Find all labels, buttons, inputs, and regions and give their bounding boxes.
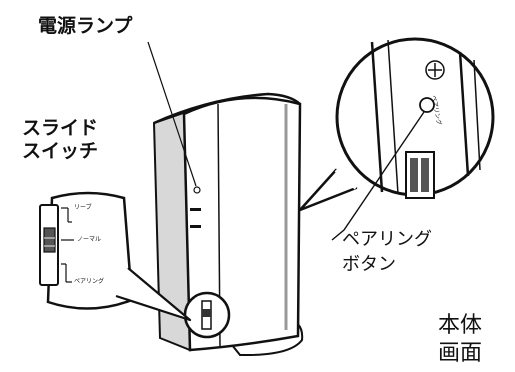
slide-switch-inset: [39, 191, 192, 322]
indicator-line-1: [190, 208, 201, 211]
switch-position-normal: ノーマル: [77, 236, 102, 243]
body-text-line1: 本体: [438, 313, 483, 338]
slide-switch-label-line1: スライド: [22, 117, 99, 139]
device-body: [152, 92, 302, 352]
pairing-button: [419, 97, 435, 113]
pairing-button-callout: [298, 37, 495, 212]
slide-switch-label-line2: スイッチ: [22, 140, 99, 162]
pairing-button-label-line1: ペアリング: [342, 229, 432, 250]
power-lamp-leader: [147, 41, 197, 187]
body-text-line2: 画面: [438, 341, 483, 366]
pairing-button-leader: [331, 111, 425, 241]
pairing-button-label-line2: ボタン: [342, 254, 396, 275]
power-lamp-led: [193, 186, 201, 194]
indicator-line-2: [190, 225, 201, 228]
switch-position-leave: リーブ: [74, 204, 92, 211]
switch-position-pairing: ペアリング: [74, 278, 105, 285]
power-lamp-label: 電源ランプ: [38, 15, 133, 37]
